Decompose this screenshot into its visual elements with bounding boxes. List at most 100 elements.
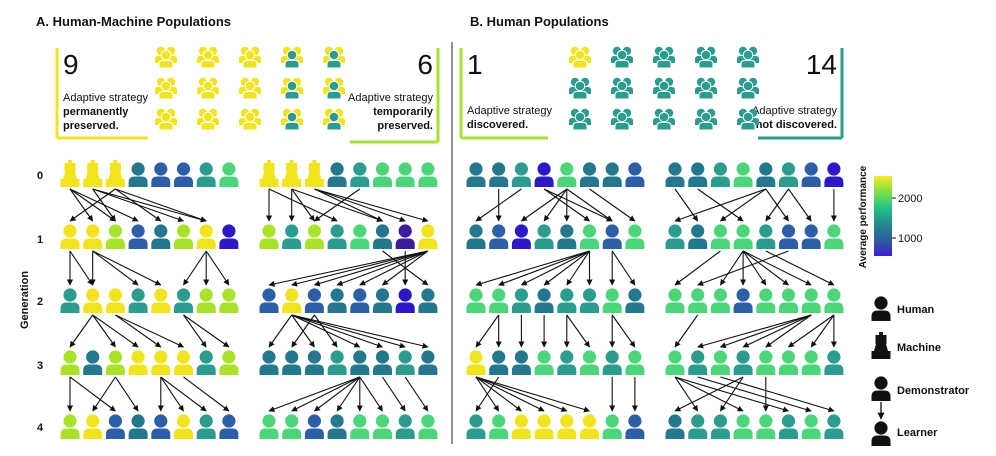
human-node [466,414,486,439]
human-node [602,350,622,375]
human-node [625,162,645,187]
learning-link [382,250,429,286]
human-node [395,350,415,375]
human-node [824,414,844,439]
human-node [418,162,438,187]
human-node [779,162,798,187]
machine-node [304,160,324,187]
human-node [710,350,730,375]
group-icon [197,77,219,100]
human-icon [871,296,891,321]
summary-group-icon [653,77,675,100]
group-icon [239,77,261,100]
summary-group-icon [569,108,591,131]
group-icon [155,46,177,69]
panel-a-summary: 9 Adaptive strategy permanently preserve… [55,46,440,144]
human-node [196,350,216,375]
generation-labels: 0 1 2 3 4 [37,170,44,434]
human-node [557,414,577,439]
notdiscovered-line1: Adaptive strategy [752,105,837,117]
learning-link [674,376,699,412]
human-node [128,162,148,187]
generation-label-2: 2 [37,296,43,308]
learning-link [475,250,590,287]
summary-group-icon [695,108,717,131]
summary-group-icon [737,46,759,69]
notdiscovered-count: 14 [806,49,837,80]
human-node [580,414,599,439]
summary-group-icon [239,77,261,100]
human-node [83,350,103,375]
human-node [733,288,753,313]
discovered-line1: Adaptive strategy [467,105,552,117]
group-icon [155,108,177,131]
human-node [489,162,509,187]
human-node [779,414,798,439]
generation-label-1: 1 [37,234,43,246]
human-node [710,224,730,249]
human-node [534,288,554,313]
learning-link [92,250,139,286]
summary-group-icon [197,77,219,100]
group-icon [197,46,219,69]
summary-group-icon [155,108,177,131]
legend-demonstrator-label: Demonstrator [897,385,970,397]
learning-link [719,250,744,286]
learning-link [291,250,429,287]
machine-icon [871,332,891,359]
human-node [511,224,531,249]
learning-link [765,314,812,348]
population-networks [60,160,844,439]
learning-link [520,188,568,222]
human-node [151,288,171,313]
summary-group-icon [197,46,219,69]
colorbar-tick-label-1000: 1000 [898,233,922,245]
summary-group-icon [281,77,303,100]
discovered-count: 1 [467,49,483,80]
learning-link [183,314,230,348]
human-node [196,162,216,187]
learning-link [359,376,383,412]
human-node [151,224,171,249]
learning-link [475,188,522,222]
human-node [219,224,239,249]
learning-link [160,376,207,412]
learning-link [115,188,207,223]
human-node [174,162,193,187]
human-node [824,224,844,249]
human-node [304,224,324,249]
machine-node [60,160,80,187]
learning-link [314,188,406,223]
learning-link [336,376,361,412]
human-node [625,288,645,313]
edges [674,188,837,413]
summary-group-icon [239,108,261,131]
notdiscovered-line2: not discovered. [756,119,837,131]
human-node [174,350,193,375]
human-node [395,224,415,249]
legend-human-icon [871,296,891,321]
human-node [824,162,844,187]
learning-link [69,188,94,222]
learning-link [160,376,184,412]
learning-link [291,188,315,222]
human-node [580,224,599,249]
learning-link [697,376,812,413]
learning-link [69,314,94,348]
human-node [259,414,279,439]
learning-link [268,250,429,287]
human-node [60,288,80,313]
human-node [259,350,279,375]
human-node [219,288,239,313]
human-node [196,288,216,313]
human-node [196,414,216,439]
human-node [259,288,279,313]
learning-link [520,250,590,286]
learning-link [566,188,613,222]
learning-link [720,376,835,413]
human-node [665,350,685,375]
human-node [83,414,103,439]
human-node [824,350,844,375]
human-node [373,350,392,375]
learning-link [69,250,94,286]
